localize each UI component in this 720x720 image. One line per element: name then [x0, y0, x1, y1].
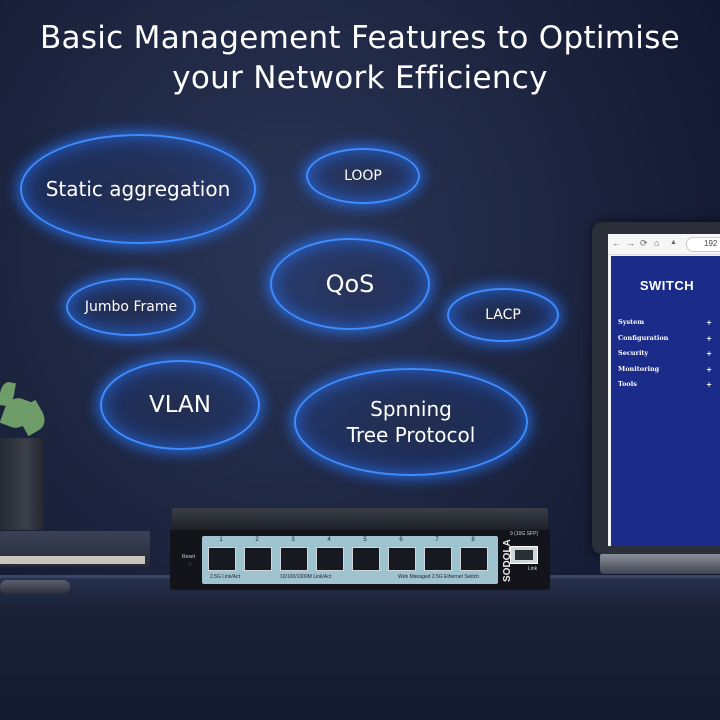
reset-label: Reset: [182, 554, 196, 560]
sfp-port: [510, 546, 538, 564]
bubble-lacp-label: LACP: [485, 307, 521, 323]
ethernet-port: [424, 547, 452, 571]
legend-1000m: 10/100/1000M Link/Act: [280, 574, 332, 580]
home-icon[interactable]: ⌂: [654, 238, 660, 248]
laptop-screen: ← → ⟳ ⌂ ▲ 192 SWITCH System + Configurat…: [608, 234, 720, 546]
headline-line-1: Basic Management Features to Optimise: [39, 20, 681, 56]
bubble-loop-label: LOOP: [344, 168, 382, 184]
menu-item-configuration[interactable]: Configuration +: [618, 334, 718, 343]
plus-icon[interactable]: +: [706, 349, 712, 358]
menu-item-label: System: [618, 318, 645, 326]
headline-line-2: your Network Efficiency: [172, 60, 548, 96]
ethernet-port: [280, 547, 308, 571]
port-number: 8: [471, 537, 475, 543]
port-number: 4: [327, 537, 331, 543]
laptop-base: [600, 554, 720, 574]
port-number: 7: [435, 537, 439, 543]
plus-icon[interactable]: +: [706, 334, 712, 343]
menu-item-label: Security: [618, 349, 649, 357]
bubble-loop: LOOP: [306, 148, 420, 204]
ethernet-port: [244, 547, 272, 571]
port-number: 2: [255, 537, 259, 543]
browser-toolbar: ← → ⟳ ⌂ ▲ 192: [608, 234, 720, 255]
menu-item-monitoring[interactable]: Monitoring +: [618, 365, 718, 374]
switch-front-panel: Reset 1 2 3 4 5 6 7 8 2.5G Link/Act 10/1…: [170, 530, 550, 590]
bubble-jumbo-frame-label: Jumbo Frame: [84, 299, 178, 315]
sfp-link-label: Link: [528, 566, 538, 572]
warning-icon: ▲: [670, 239, 677, 246]
bubble-lacp: LACP: [447, 288, 559, 342]
switch-admin-panel: SWITCH System + Configuration + Security…: [611, 256, 720, 546]
bubble-static-aggregation-label: Static aggregation: [45, 177, 231, 201]
ethernet-port: [460, 547, 488, 571]
plus-icon[interactable]: +: [706, 318, 712, 327]
port-number: 1: [219, 537, 223, 543]
reload-icon[interactable]: ⟳: [640, 238, 648, 248]
bubble-static-aggregation: Static aggregation: [20, 134, 256, 244]
ethernet-switch: Reset 1 2 3 4 5 6 7 8 2.5G Link/Act 10/1…: [170, 508, 550, 590]
address-text: 192: [704, 239, 718, 248]
back-icon[interactable]: ←: [612, 238, 621, 248]
panel-title: SWITCH: [639, 278, 695, 293]
legend-2-5g: 2.5G Link/Act: [210, 574, 241, 580]
plus-icon[interactable]: +: [706, 380, 712, 389]
bubble-spanning-tree-line-1: Spnning: [370, 397, 452, 421]
address-bar[interactable]: [686, 237, 720, 252]
bubble-qos-label: QoS: [325, 270, 375, 298]
headline: Basic Management Features to Optimise yo…: [0, 18, 720, 98]
menu-item-label: Monitoring: [618, 365, 660, 373]
ethernet-port: [388, 547, 416, 571]
menu-item-label: Tools: [618, 380, 637, 388]
switch-top-cover: [172, 508, 548, 530]
plant-pot: [0, 438, 44, 530]
bubble-vlan-label: VLAN: [148, 392, 211, 418]
forward-icon[interactable]: →: [626, 238, 635, 248]
port-number: 5: [363, 537, 367, 543]
port-number: 6: [399, 537, 403, 543]
plus-icon[interactable]: +: [706, 365, 712, 374]
sfp-label: 9 (10G SFP): [510, 531, 539, 537]
bubble-qos: QoS: [270, 238, 430, 330]
ethernet-port: [352, 547, 380, 571]
pen: [0, 580, 70, 594]
reset-button: [188, 562, 192, 566]
port-number: 3: [291, 537, 295, 543]
ethernet-port: [208, 547, 236, 571]
menu-item-label: Configuration: [618, 334, 669, 342]
menu-item-system[interactable]: System +: [618, 318, 718, 327]
bubble-vlan: VLAN: [100, 360, 260, 450]
model-text: Web Managed 2.5G Ethernet Switch: [398, 574, 480, 580]
menu-item-security[interactable]: Security +: [618, 349, 718, 358]
ethernet-port: [316, 547, 344, 571]
bubble-spanning-tree: Spnning Tree Protocol: [294, 368, 528, 476]
bubble-spanning-tree-line-2: Tree Protocol: [346, 423, 476, 447]
port-panel: 1 2 3 4 5 6 7 8 2.5G Link/Act 10/100/100…: [202, 536, 498, 584]
menu-item-tools[interactable]: Tools +: [618, 380, 718, 389]
book-pages: [0, 556, 145, 564]
sfp-slot: [515, 550, 533, 560]
desk: [0, 578, 720, 720]
bubble-jumbo-frame: Jumbo Frame: [66, 278, 196, 336]
